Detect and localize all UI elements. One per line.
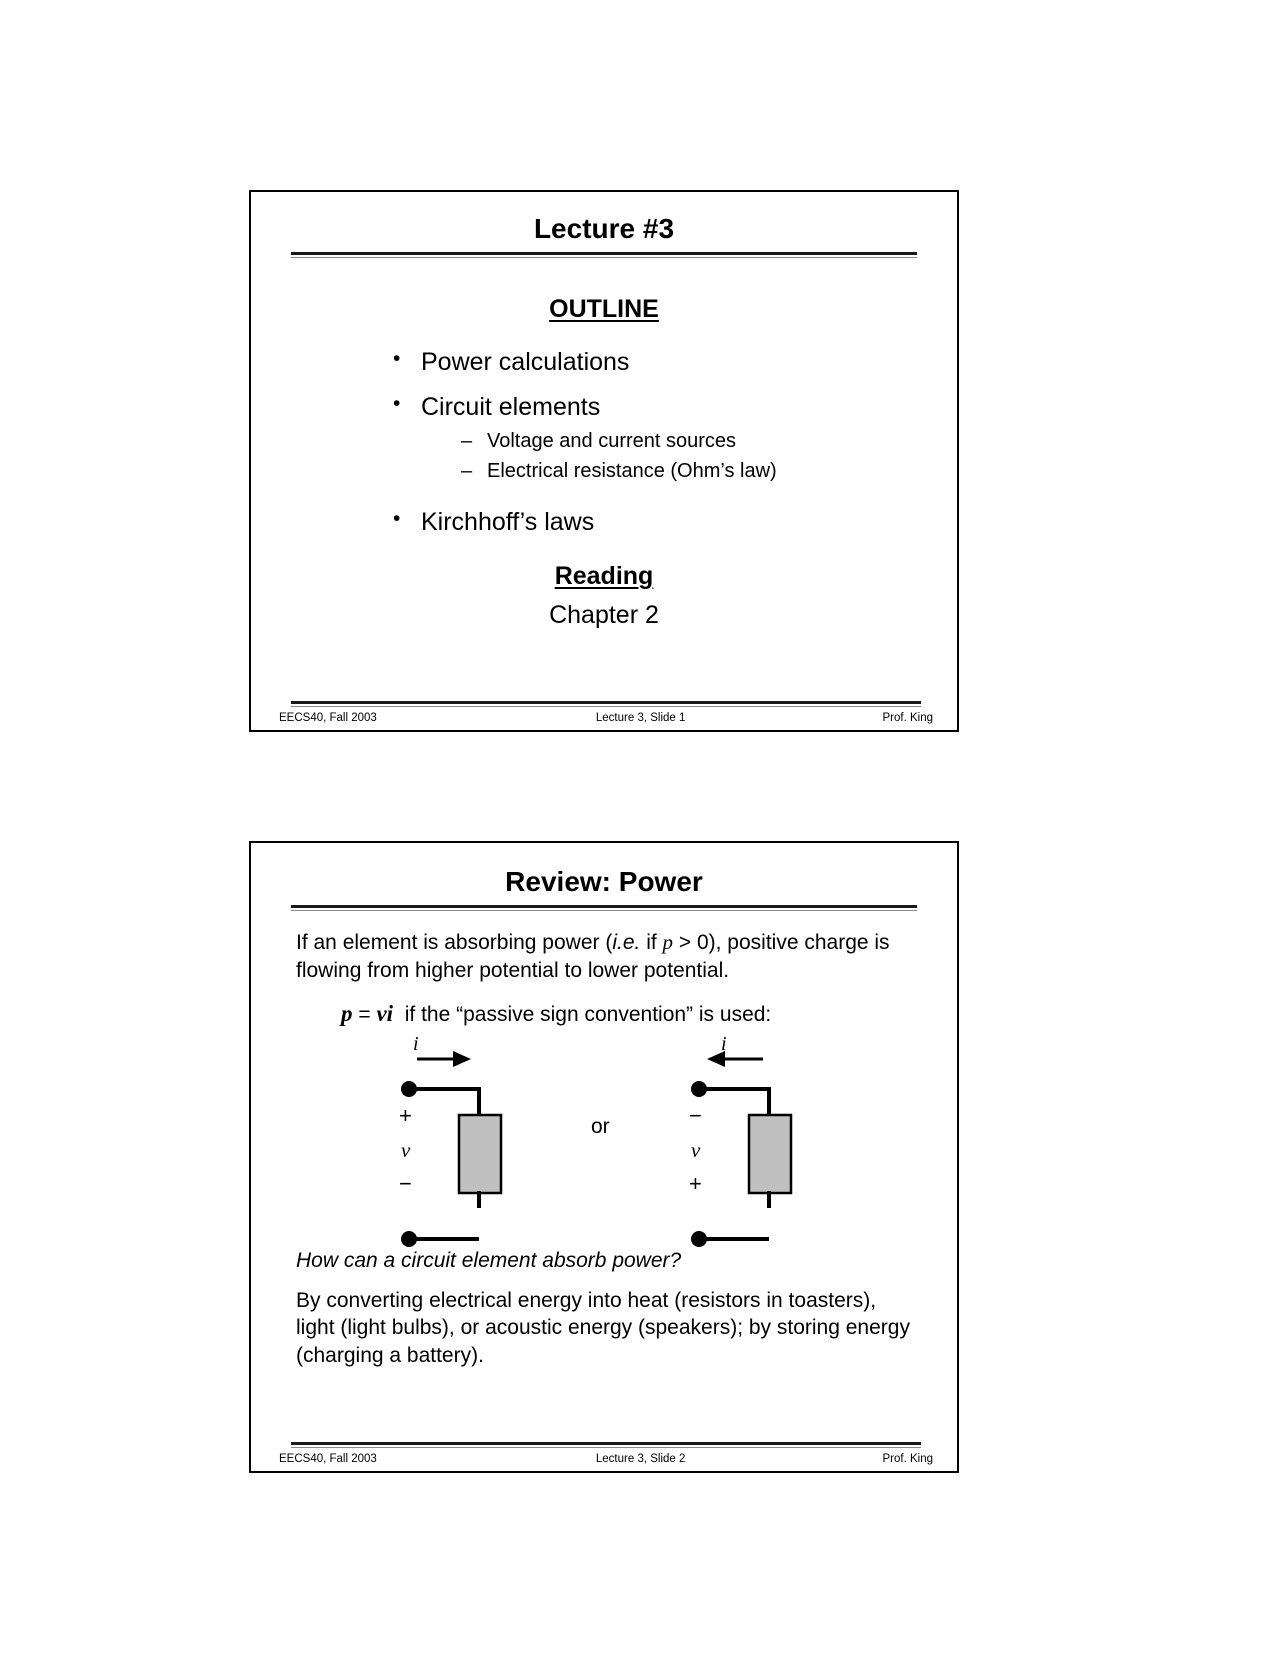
circuit-left-svg <box>401 1050 503 1221</box>
polarity-minus-left: − <box>399 1170 412 1196</box>
footer-course: EECS40, Fall 2003 <box>279 1453 377 1465</box>
circuit-diagram-right: i − v + <box>681 1032 861 1221</box>
intro-text-part1: If an element is absorbing power ( <box>296 931 613 955</box>
reading-body: Chapter 2 <box>549 601 659 630</box>
current-label-i-left: i <box>413 1032 419 1055</box>
intro-text-part2: if <box>640 931 663 955</box>
current-arrow-head-icon <box>707 1050 725 1067</box>
bullet-kirchhoffs-laws: Kirchhoff’s laws <box>393 507 957 537</box>
absorb-power-question: How can a circuit element absorb power? <box>296 1248 682 1272</box>
passive-sign-convention-line: p = vi if the “passive sign convention” … <box>341 1001 957 1027</box>
slide-2-footer: EECS40, Fall 2003 Lecture 3, Slide 2 Pro… <box>251 1442 957 1465</box>
slide-1-footer-rule <box>291 701 921 707</box>
intro-variable-p: p <box>662 930 674 955</box>
current-label-i-right: i <box>721 1032 727 1055</box>
voltage-label-v-right: v <box>691 1137 701 1162</box>
bullet-label: Power calculations <box>421 348 630 377</box>
equation-caption: if the “passive sign convention” is used… <box>404 1002 772 1026</box>
intro-text-part3: > 0), positive charge is flowing from hi… <box>296 931 890 982</box>
slide-2-title-rule <box>291 905 917 912</box>
passive-sign-convention-figure: i + v − or i − v + <box>251 1032 957 1221</box>
sub-bullet-list-circuit-elements: Voltage and current sources Electrical r… <box>421 426 957 486</box>
equation-p: p <box>341 1000 353 1026</box>
slide-2: Review: Power If an element is absorbing… <box>249 841 959 1473</box>
circuit-right-svg <box>691 1050 793 1221</box>
footer-instructor: Prof. King <box>882 712 933 724</box>
sub-bullet-electrical-resistance: Electrical resistance (Ohm’s law) <box>461 456 957 486</box>
slide-1-title: Lecture #3 <box>533 213 675 244</box>
absorbing-power-paragraph: If an element is absorbing power (i.e. i… <box>296 929 915 984</box>
polarity-plus-left: + <box>399 1102 412 1128</box>
circuit-element-box <box>457 1113 503 1195</box>
equation-equals: = <box>358 1002 371 1026</box>
footer-slide-number: Lecture 3, Slide 2 <box>595 1453 686 1465</box>
footer-course: EECS40, Fall 2003 <box>279 712 377 724</box>
outline-heading: OUTLINE <box>549 295 659 324</box>
or-label: or <box>591 1114 610 1138</box>
slide-1-title-rule <box>291 252 917 259</box>
voltage-label-v-left: v <box>401 1137 411 1162</box>
footer-slide-number: Lecture 3, Slide 1 <box>595 712 686 724</box>
slide-1: Lecture #3 OUTLINE Power calculations Ci… <box>249 190 959 732</box>
circuit-bottom-wires-svg <box>401 1231 769 1247</box>
bullet-label: Circuit elements <box>421 393 601 422</box>
slide-2-title: Review: Power <box>505 866 703 897</box>
outline-bullet-list: Power calculations Circuit elements Volt… <box>251 347 957 537</box>
bullet-label: Kirchhoff’s laws <box>421 508 595 537</box>
bullet-power-calculations: Power calculations <box>393 347 957 377</box>
sub-bullet-voltage-current-sources: Voltage and current sources <box>461 426 957 456</box>
slide-1-footer: EECS40, Fall 2003 Lecture 3, Slide 1 Pro… <box>251 701 957 724</box>
intro-italic-ie: i.e. <box>612 931 641 955</box>
circuit-bottom-wires <box>391 1228 911 1250</box>
reading-heading: Reading <box>554 562 654 591</box>
polarity-plus-right: + <box>689 1170 702 1196</box>
bullet-circuit-elements: Circuit elements Voltage and current sou… <box>393 392 957 486</box>
equation-vi: vi <box>376 1000 394 1026</box>
current-arrow-head-icon <box>453 1050 471 1067</box>
footer-instructor: Prof. King <box>882 1453 933 1465</box>
absorb-power-answer: By converting electrical energy into hea… <box>296 1288 910 1367</box>
slide-2-footer-rule <box>291 1442 921 1448</box>
polarity-minus-right: − <box>689 1102 702 1128</box>
circuit-element-box <box>747 1113 793 1195</box>
circuit-diagram-left: i + v − <box>391 1032 571 1221</box>
